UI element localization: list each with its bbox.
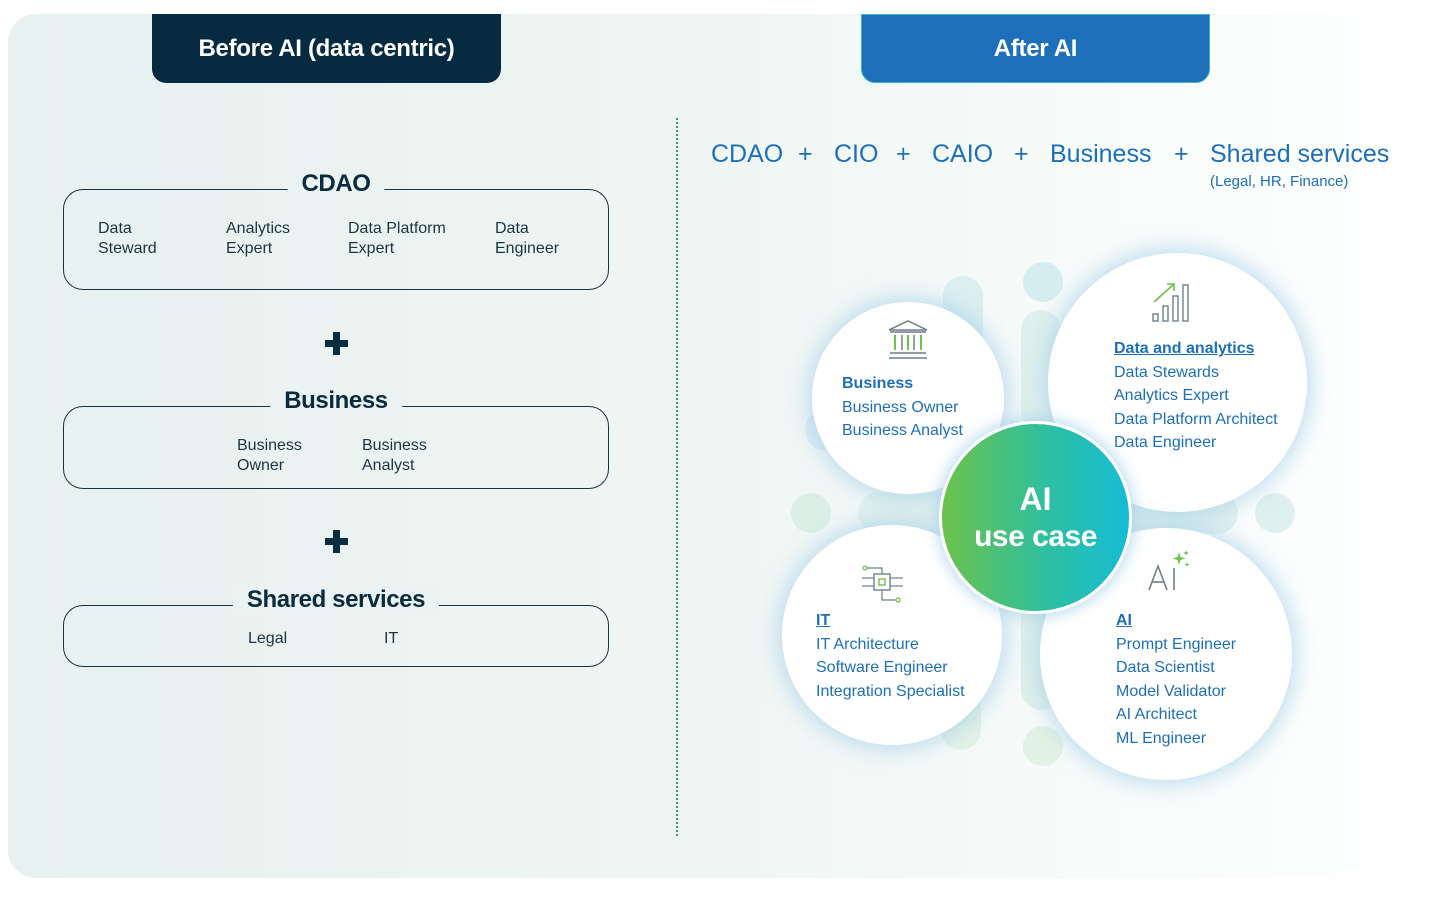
decor-dot — [791, 493, 831, 533]
after-ai-header: After AI — [861, 14, 1210, 83]
role-prompt-engineer: Prompt Engineer — [1116, 635, 1237, 653]
formula-business: Business — [1050, 140, 1152, 168]
before-ai-header: Before AI (data centric) — [152, 14, 501, 83]
business-circle-title: Business — [842, 375, 914, 392]
business-group-title: Business — [270, 387, 402, 415]
role-analytics-expert: Analytics Expert — [1114, 387, 1229, 404]
role-data-scientist: Data Scientist — [1116, 659, 1215, 676]
cdao-group-title: CDAO — [287, 170, 385, 198]
shared-services-note: (Legal, HR, Finance) — [1210, 173, 1349, 190]
decor-dot — [1023, 726, 1063, 766]
formula-shared-services: Shared services — [1210, 140, 1390, 168]
ai-use-case-line1: AI — [1019, 480, 1052, 517]
shared-services-group-title: Shared services — [232, 586, 440, 614]
role-ml-engineer: ML Engineer — [1116, 729, 1207, 747]
role-business-analyst: Business Analyst — [842, 422, 963, 439]
role-integration-specialist: Integration Specialist — [816, 682, 965, 700]
plus-icon — [325, 332, 348, 355]
role-business-owner: Business Owner — [842, 398, 959, 416]
formula-plus: + — [896, 140, 911, 168]
formula-cio: CIO — [834, 140, 879, 168]
role-data-stewards: Data Stewards — [1114, 363, 1219, 381]
ai-circle-text: AI Prompt Engineer Data Scientist Model … — [1116, 609, 1236, 750]
it-circle-text: IT IT Architecture Software Engineer Int… — [816, 609, 965, 703]
role-software-engineer: Software Engineer — [816, 659, 948, 676]
bank-icon — [888, 320, 928, 359]
ai-circle-title: AI — [1116, 612, 1132, 629]
role-model-validator: Model Validator — [1116, 682, 1226, 700]
formula-cdao: CDAO — [711, 140, 784, 168]
formula-plus: + — [1174, 140, 1189, 168]
it-circle-title: IT — [816, 612, 831, 629]
role-ai-architect: AI Architect — [1116, 706, 1197, 723]
decor-dot — [1255, 493, 1295, 533]
decor-dot — [1023, 262, 1063, 302]
role-data-engineer: Data Engineer — [1114, 434, 1217, 451]
section-divider — [676, 118, 678, 836]
formula-plus: + — [798, 140, 813, 168]
data-analytics-circle-title: Data and analytics — [1114, 340, 1255, 357]
business-circle-text: Business Business Owner Business Analyst — [842, 372, 963, 443]
growth-chart-icon — [1152, 283, 1189, 322]
formula-plus: + — [1014, 140, 1029, 168]
formula-caio: CAIO — [932, 140, 994, 168]
circuit-icon — [862, 565, 903, 603]
data-analytics-circle-text: Data and analytics Data Stewards Analyti… — [1114, 337, 1278, 455]
plus-icon — [325, 530, 348, 553]
ai-use-case-line2: use case — [974, 519, 1097, 553]
ai-sparkle-icon — [1148, 550, 1190, 591]
role-it-architecture: IT Architecture — [816, 635, 919, 653]
role-data-platform-architect: Data Platform Architect — [1114, 410, 1278, 428]
role-legal: Legal — [248, 630, 288, 647]
shared-services-group: Shared services Legal IT — [63, 586, 609, 667]
ai-use-case-hub: AI use case — [939, 421, 1132, 614]
role-it: IT — [384, 630, 399, 647]
